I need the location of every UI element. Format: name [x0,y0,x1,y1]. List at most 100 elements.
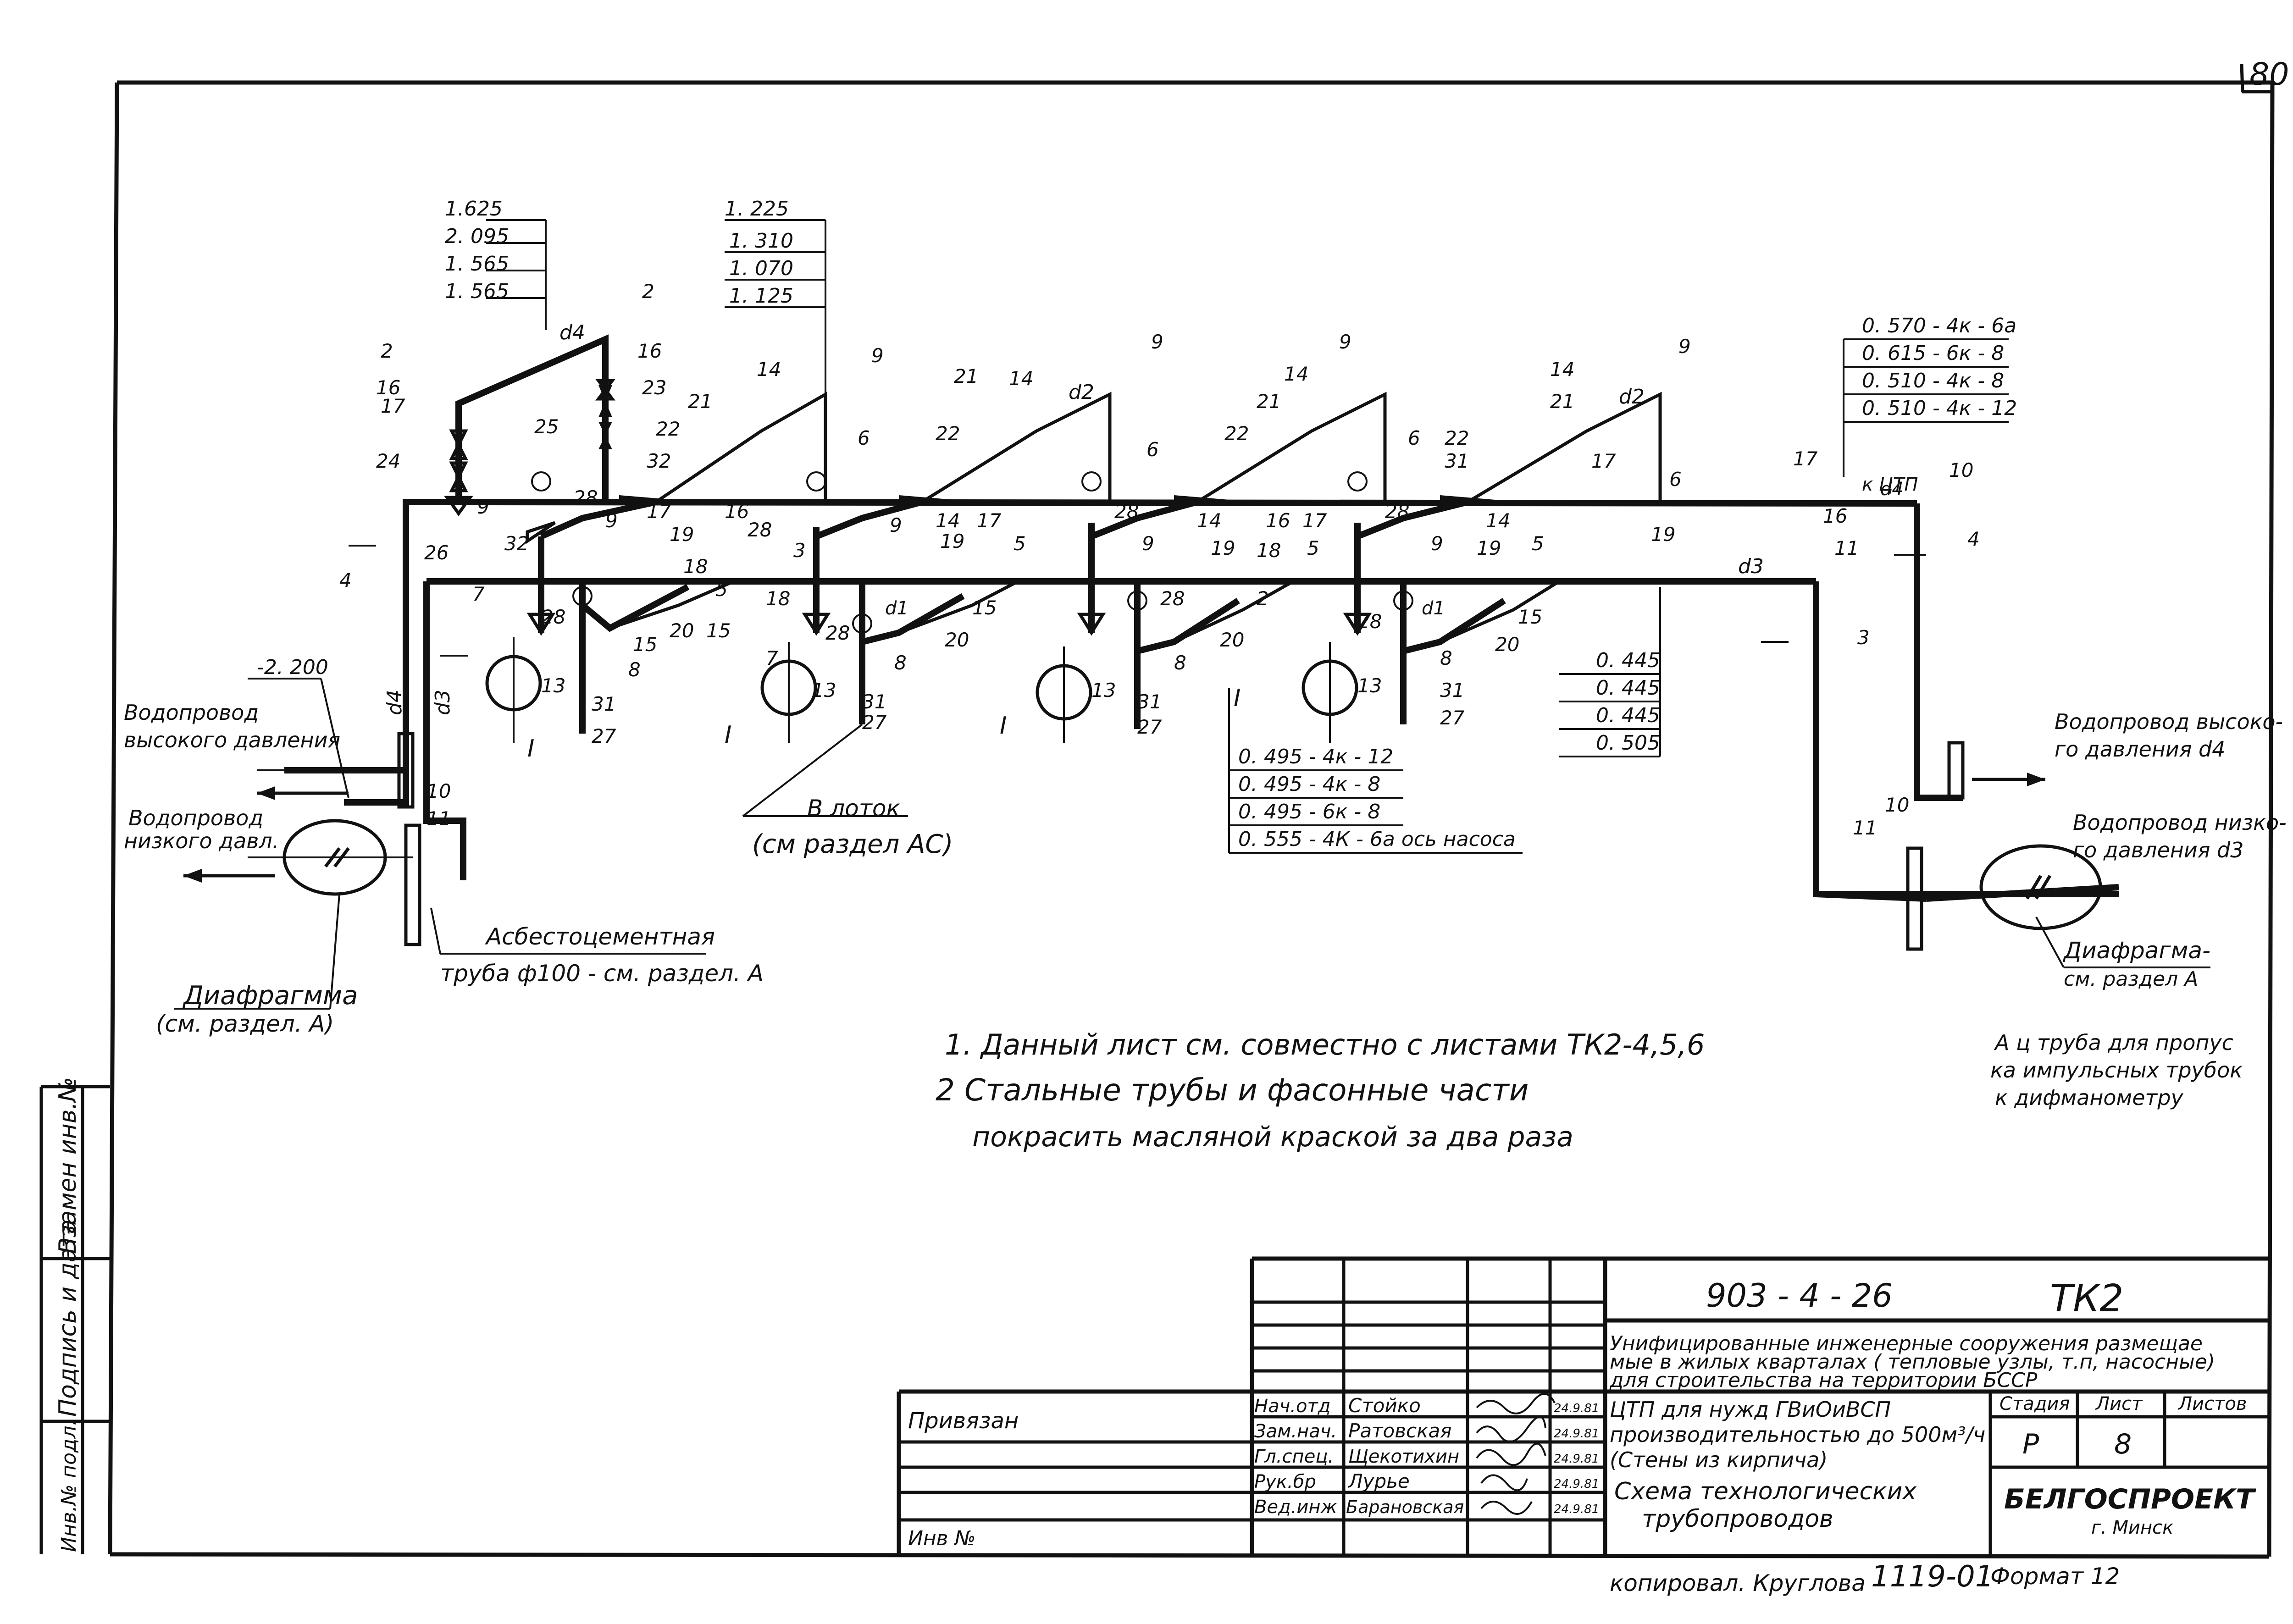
elev-right-3: 0. 510 - 4к - 8 [1862,369,2004,392]
callout-16: 16 [637,340,662,362]
callout-9d: 9 [1678,335,1691,358]
callout-18: 17 [381,395,405,417]
staff-date-1: 24.9.81 [1554,1402,1599,1415]
elev-mid-3: 1. 070 [729,257,793,280]
callout-18b: 17 [1591,450,1616,472]
callout-21c: 21 [1257,390,1281,413]
callout-8d: 8 [1440,647,1452,669]
label-d4-right: d4 [1880,479,1904,500]
callout-14c: 14 [1284,363,1308,385]
label-d1-a: d1 [885,598,908,619]
staff-date-3: 24.9.81 [1554,1452,1599,1466]
project-code: 903 - 4 - 26 [1706,1277,1893,1315]
callout-32: 32 [647,450,671,472]
callout-5: 5 [715,578,728,601]
callout-28c: 28 [748,519,772,541]
elev-right-1: 0. 570 - 4к - 6а [1862,314,2016,337]
elev-rmid-2: 0. 445 [1596,676,1660,700]
inventory-stamp: 1119-01 [1871,1560,1994,1594]
elev-right-2: 0. 615 - 6к - 8 [1862,342,2004,365]
asbestos-2: труба ф100 - см. раздел. А [440,960,764,987]
elev-right-4: 0. 510 - 4к - 12 [1862,397,2017,420]
callout-18c: 17 [1793,447,1818,470]
callout-27: 27 [592,725,616,747]
callout-13: 13 [541,674,565,697]
staff-role-2: Зам.нач. [1254,1421,1337,1442]
callout-27c: 27 [1137,716,1162,738]
callout-19c: 19 [1211,537,1235,559]
callout-6b: 6 [1146,438,1159,461]
pipe-note-2: ка импульсных трубок [1990,1058,2243,1083]
callout-13d: 13 [1357,674,1382,697]
callout-15: 15 [706,619,731,642]
callout-27b: 27 [862,711,887,734]
callout-17c: 18 [1257,539,1281,562]
asbestos-1: Асбестоцементная [485,923,715,950]
v-lotok-2: (см раздел АС) [752,829,953,859]
elev-pump-2: 0. 495 - 4к - 8 [1238,773,1380,796]
side-stamp-inv: Инв.№ подл. [57,1419,81,1552]
pressure-gauges [531,471,1413,634]
callout-8: 8 [628,658,641,681]
page-number: 80 [2249,56,2289,93]
lp-left-1: Водопровод [128,806,263,830]
callout-6a: 6 [858,427,870,449]
callout-9h: 9 [1431,532,1443,555]
callout-9f: 9 [890,514,902,536]
elev-mid-1: 1. 225 [725,197,789,221]
callout-4: 4 [339,569,352,591]
label-d3-mid: d3 [1738,555,1764,578]
elev-pump-4: 0. 555 - 4К - 6а ось насоса [1238,828,1516,851]
drawing-line-2: трубопроводов [1642,1505,1833,1533]
callout-9: 9 [477,496,489,518]
callout-10b: 2 [642,280,654,303]
callout-24: 24 [376,450,400,472]
callout-21b: 21 [954,365,978,387]
staff-name-3: Щекотихин [1348,1446,1459,1467]
callout-13c: 13 [1091,679,1116,702]
staff-role-5: Вед.инж [1254,1497,1337,1518]
callout-7: 7 [472,583,485,605]
callout-31: 31 [592,693,616,715]
elevation-table-mid [725,219,826,394]
callout-10d: 10 [1885,794,1909,816]
lp-right-2: го давления d3 [2073,838,2243,862]
side-stamp-signature: Подпись и дата [54,1219,82,1417]
hp-right-2: го давления d4 [2055,737,2225,762]
callout-9g: 9 [1142,532,1154,555]
hp-right-1: Водопровод высоко- [2055,709,2283,734]
callout-3: 3 [793,539,806,562]
side-stamp [39,1085,110,1554]
section-mark-2: I [725,721,731,749]
callout-18d: 17 [647,500,671,523]
elevation-table-left [486,219,547,330]
callout-14f: 14 [1197,509,1221,532]
lp-right-1: Водопровод низко- [2073,810,2287,835]
callout-10: 2 [381,340,393,362]
note-3: покрасить масляной краской за два раза [972,1121,1573,1153]
callout-3b: 3 [1857,626,1870,649]
callout-22b: 22 [936,422,960,445]
callout-11a: 11 [1834,537,1859,559]
elevation-table-right-mid [1559,587,1661,757]
elev-left-4: 1. 565 [445,280,509,303]
pipe-note-1: А ц труба для пропус [1994,1030,2233,1055]
callout-17b: 18 [766,587,790,610]
callout-20b: 20 [945,629,969,651]
staff-name-4: Лурье [1347,1470,1410,1492]
description-line-3: для строительства на территории БССР [1609,1369,2038,1392]
callout-25: 25 [534,415,559,438]
callout-27d: 27 [1440,707,1465,729]
callout-28g: 28 [1385,500,1409,523]
callout-15b: 15 [633,633,657,656]
section-mark-1: I [527,735,534,762]
callout-9a: 9 [871,344,884,367]
callout-9b: 9 [1151,331,1163,353]
staff-name-2: Ратовская [1348,1420,1451,1442]
callout-9c: 9 [1339,331,1351,353]
lp-left-2: низкого давл. [124,829,279,853]
callout-7b: 7 [766,647,778,669]
side-stamp-replace: Взамен инв.№ [54,1077,82,1254]
label-d2-a: d2 [1069,381,1094,404]
pipe-note-3: к дифманометру [1995,1085,2184,1110]
